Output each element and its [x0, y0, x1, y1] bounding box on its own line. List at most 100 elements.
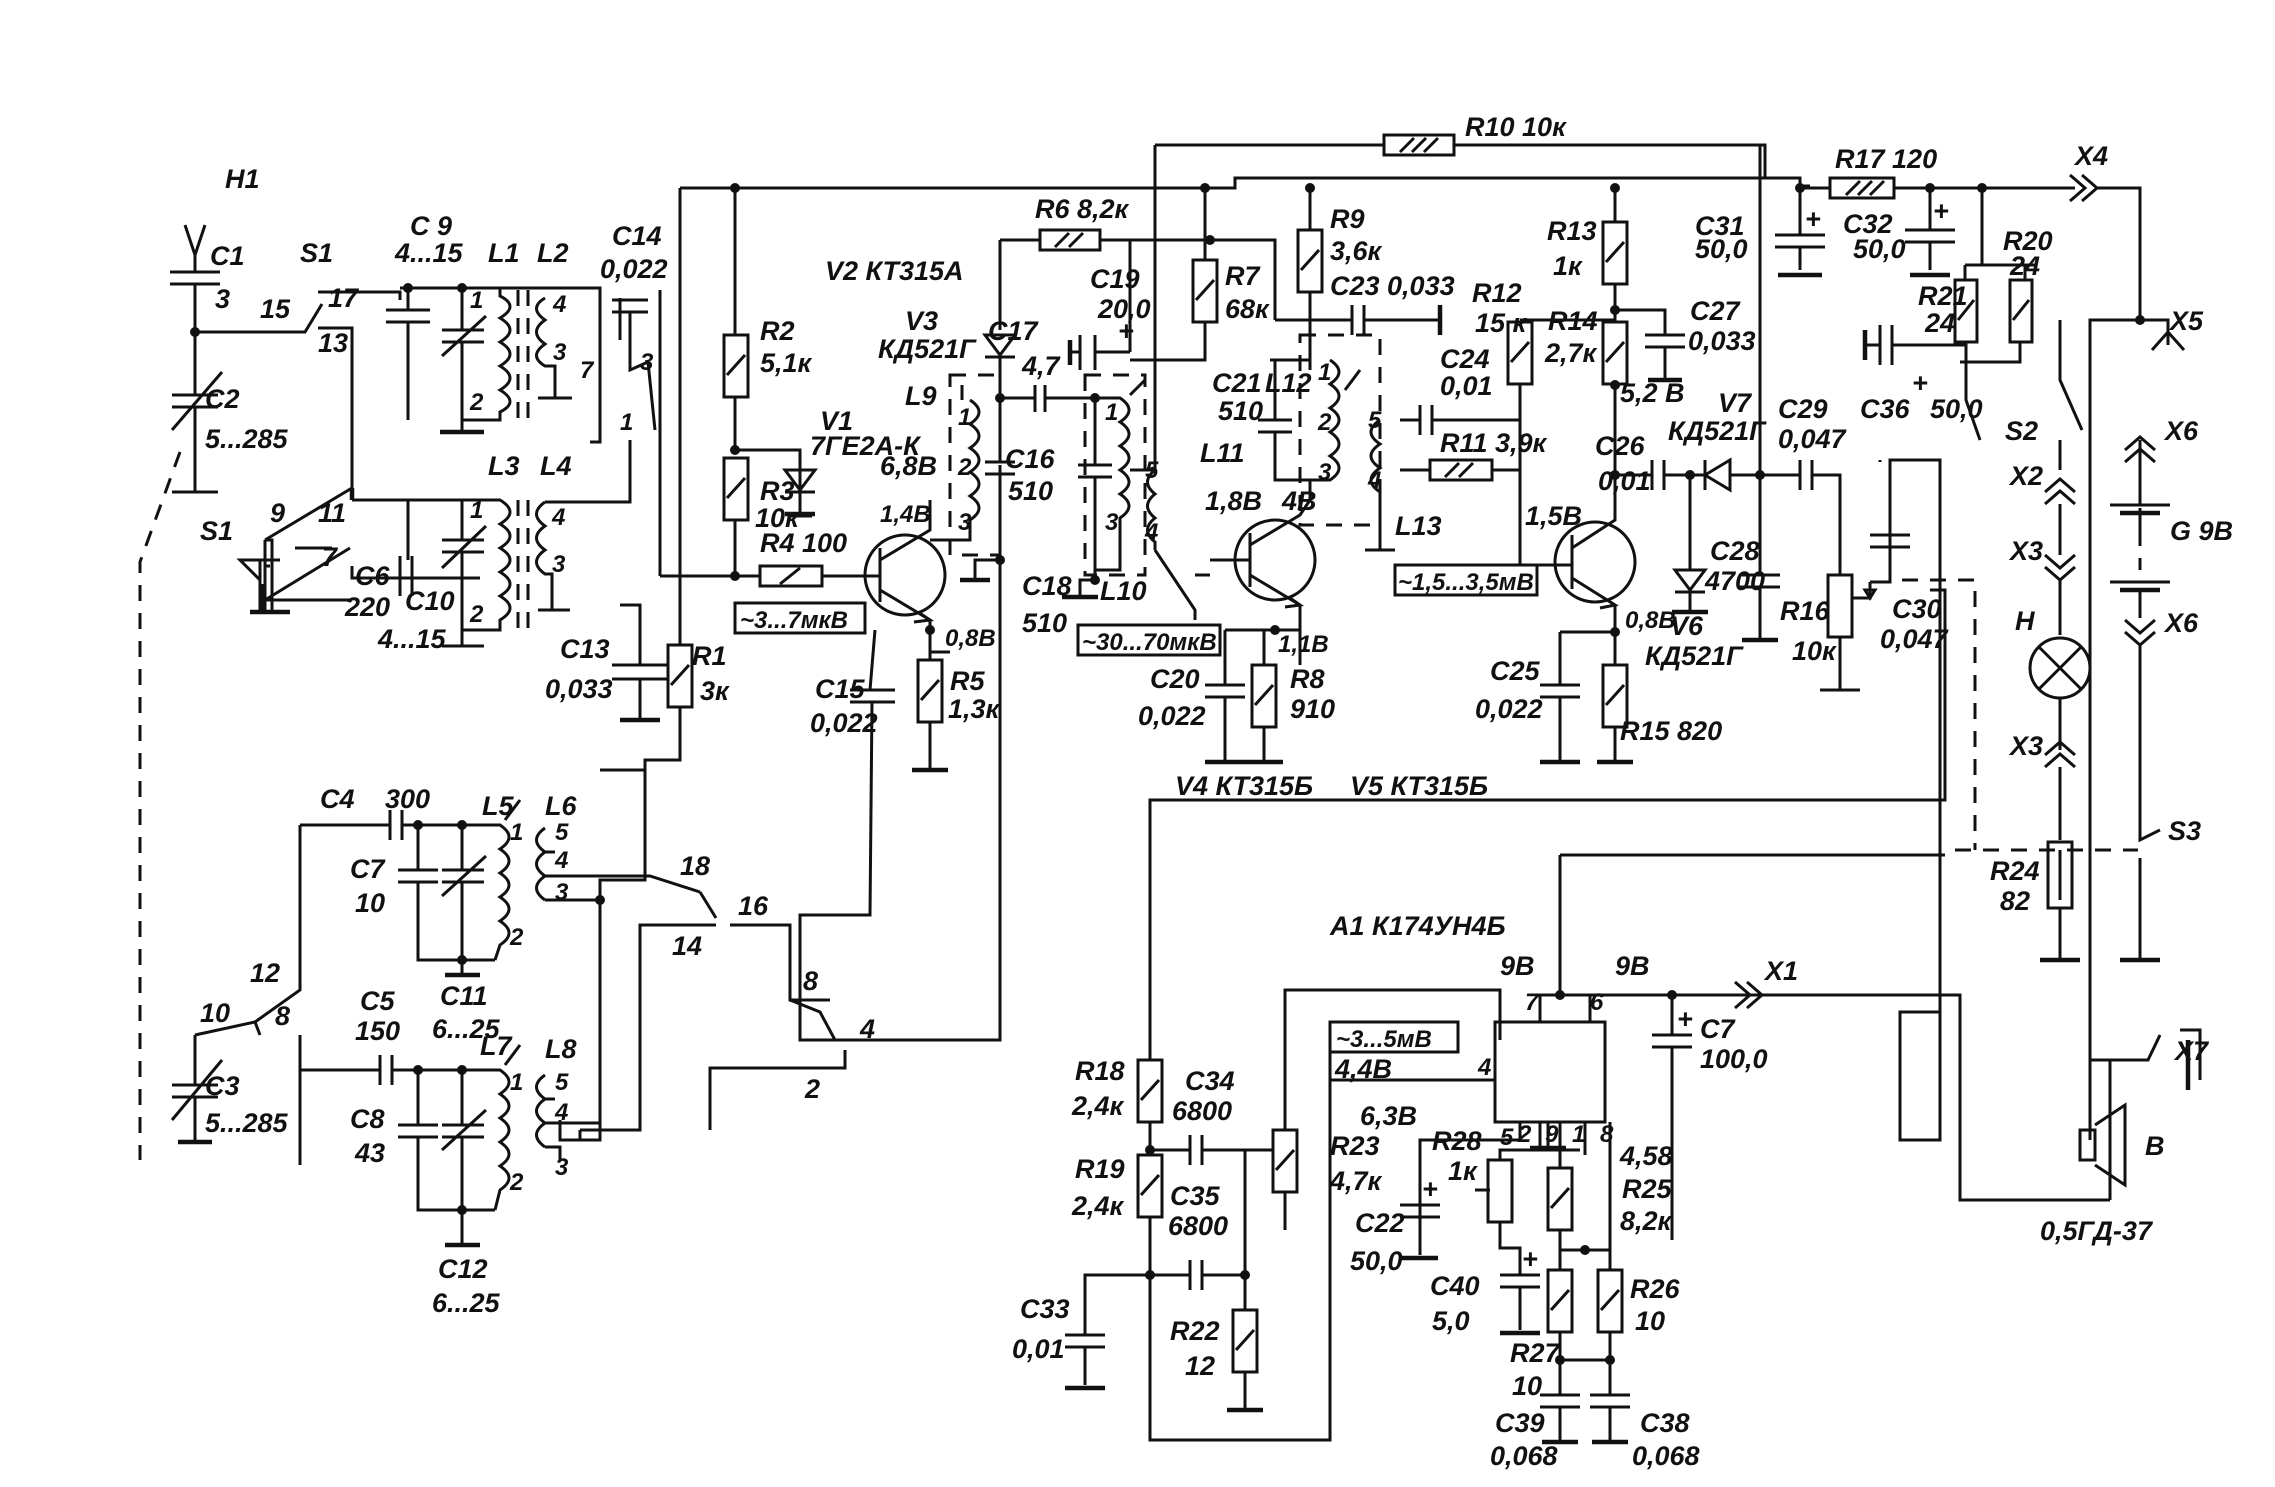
svg-text:1,8В: 1,8В — [1205, 486, 1262, 516]
lamp-h: H — [2015, 606, 2092, 750]
capacitor-c40: + C40 5,0 — [1430, 1244, 1540, 1336]
svg-text:50,0: 50,0 — [1695, 234, 1748, 264]
svg-text:3: 3 — [640, 349, 654, 376]
svg-text:3,6к: 3,6к — [1330, 236, 1383, 266]
svg-text:2: 2 — [1317, 409, 1332, 436]
coil-l12: L12 1 2 3 — [1265, 333, 1382, 527]
resistor-r17: R17 120 — [1828, 144, 1937, 200]
svg-text:1: 1 — [470, 497, 483, 524]
svg-text:R16: R16 — [1780, 596, 1831, 626]
svg-text:5...285: 5...285 — [205, 1108, 289, 1138]
svg-text:R4 100: R4 100 — [760, 528, 847, 558]
svg-text:7: 7 — [580, 357, 595, 384]
svg-text:9В: 9В — [1615, 951, 1650, 981]
capacitor-c14: C14 0,022 7 3 1 — [580, 221, 668, 576]
svg-text:24: 24 — [2009, 251, 2040, 281]
svg-text:7: 7 — [1525, 989, 1540, 1016]
svg-text:L8: L8 — [545, 1034, 577, 1064]
capacitor-c25: C25 0,022 — [1475, 632, 1580, 765]
resistor-r5: R5 1,3к — [912, 630, 1001, 773]
level-3: ~1,5...3,5мВ — [1398, 569, 1534, 596]
svg-text:11: 11 — [318, 498, 346, 528]
svg-text:R2: R2 — [760, 316, 795, 346]
transistor-v2: V2 КТ315А 1,4В — [825, 256, 964, 630]
svg-text:1,1В: 1,1В — [1278, 631, 1329, 658]
coil-l9: L9 1 2 3 6,8В — [880, 373, 1002, 557]
svg-text:S1: S1 — [200, 516, 233, 546]
variable-capacitor-l1-trim — [440, 283, 488, 420]
switch-s2: S2 — [2005, 320, 2084, 470]
svg-text:C7: C7 — [350, 854, 386, 884]
variable-capacitor-c12: C12 6...25 — [432, 1070, 501, 1318]
svg-text:V6: V6 — [1670, 611, 1704, 641]
label-s3: S3 — [2168, 816, 2201, 846]
switch-band-10-12-8: 12 10 8 — [200, 958, 380, 1072]
svg-text:+: + — [1522, 1244, 1538, 1274]
transistor-v5: 1,5В V5 КТ315Б — [1350, 475, 1637, 801]
resistor-r28: R28 1к — [1432, 1126, 1522, 1275]
capacitor-c34: C34 6800 — [1150, 1066, 1247, 1275]
svg-text:X6: X6 — [2163, 416, 2199, 446]
svg-text:1к: 1к — [1553, 251, 1583, 281]
level-2: ~30...70мкВ — [1082, 629, 1217, 656]
svg-text:A1 К174УН4Б: A1 К174УН4Б — [1329, 911, 1506, 941]
svg-text:C30: C30 — [1892, 594, 1942, 624]
resistor-r10: R10 10к — [1382, 112, 1567, 157]
svg-text:R28: R28 — [1432, 1126, 1482, 1156]
label-h1: H1 — [225, 164, 260, 194]
resistor-r23-label: R23 4,7к — [1329, 1131, 1383, 1196]
svg-text:S2: S2 — [2005, 416, 2038, 446]
resistor-r12: R12 15 к — [1472, 278, 1534, 565]
svg-text:R27: R27 — [1510, 1338, 1562, 1368]
svg-text:H: H — [2015, 606, 2035, 636]
svg-text:4...15: 4...15 — [377, 624, 447, 654]
connector-x6-top: X6 — [2124, 416, 2199, 505]
capacitor-c20: C20 0,022 — [1138, 630, 1245, 765]
svg-text:R25: R25 — [1622, 1174, 1673, 1204]
coil-l10: L10 1 3 — [1083, 373, 1147, 606]
svg-text:V1: V1 — [820, 406, 853, 436]
coil-l4: L4 4 3 — [535, 440, 632, 612]
svg-text:12: 12 — [1185, 1351, 1215, 1381]
wire-r20-join — [1960, 342, 2022, 364]
resistor-r25: R25 8,2к 4,58 — [1546, 1141, 1673, 1255]
svg-text:C12: C12 — [438, 1254, 488, 1284]
svg-text:X7: X7 — [2173, 1036, 2210, 1066]
svg-text:4: 4 — [552, 291, 566, 318]
capacitor-c29: C29 0,047 — [1760, 394, 1848, 575]
svg-text:L4: L4 — [540, 451, 572, 481]
diode-v1: V1 7ГЕ2А-К — [782, 406, 922, 518]
svg-text:300: 300 — [385, 784, 430, 814]
svg-text:+: + — [1118, 316, 1134, 346]
svg-text:0,8В: 0,8В — [1625, 607, 1676, 634]
svg-text:0,5ГД-37: 0,5ГД-37 — [2040, 1216, 2154, 1246]
svg-text:6,3В: 6,3В — [1360, 1101, 1417, 1131]
resistor-mid — [1245, 1060, 1299, 1230]
svg-text:B: B — [2145, 1131, 2165, 1161]
capacitor-c1: C1 3 — [170, 241, 245, 332]
svg-text:C1: C1 — [210, 241, 245, 271]
svg-text:910: 910 — [1290, 694, 1335, 724]
coil-l11: L11 5 4 — [1144, 438, 1245, 620]
svg-text:10к: 10к — [1792, 636, 1837, 666]
svg-text:9: 9 — [270, 498, 285, 528]
svg-text:R14: R14 — [1548, 306, 1598, 336]
svg-text:L12: L12 — [1265, 368, 1312, 398]
svg-text:510: 510 — [1008, 476, 1053, 506]
svg-text:C 9: C 9 — [410, 211, 452, 241]
resistor-r20: R20 24 — [2003, 226, 2053, 344]
svg-text:4...15: 4...15 — [394, 238, 464, 268]
svg-text:C20: C20 — [1150, 664, 1200, 694]
svg-text:10: 10 — [1635, 1306, 1665, 1336]
svg-text:5: 5 — [1368, 407, 1382, 434]
capacitor-c31: + C31 50,0 — [1695, 183, 1825, 278]
svg-text:2: 2 — [509, 1169, 524, 1196]
rail-top — [680, 176, 1810, 190]
svg-text:2: 2 — [804, 1074, 820, 1104]
coil-l3: L3 1 2 — [442, 451, 520, 648]
svg-text:C10: C10 — [405, 586, 455, 616]
svg-text:4700: 4700 — [1704, 566, 1765, 596]
svg-text:5: 5 — [555, 819, 569, 846]
capacitor-c16: C16 510 — [960, 393, 1056, 583]
